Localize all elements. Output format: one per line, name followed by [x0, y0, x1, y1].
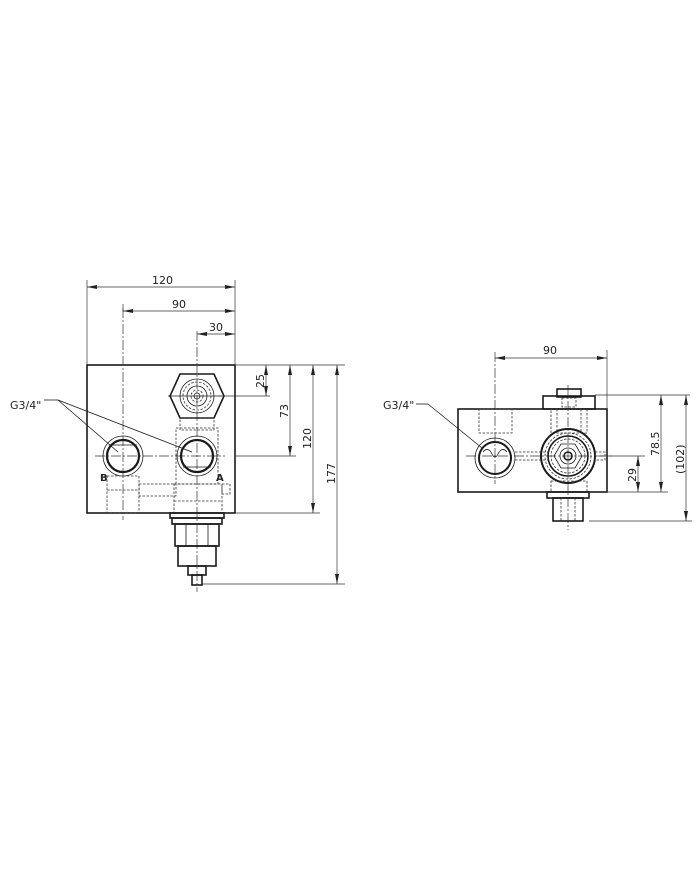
- port-b: [102, 435, 144, 477]
- top-nut: [542, 388, 596, 410]
- valve-cartridge: [169, 512, 225, 586]
- dim-height-73: 73: [278, 404, 291, 418]
- side-view: G3/4" 90 29 78.5 (102): [383, 344, 692, 530]
- port-a: [176, 435, 218, 477]
- side-block: [457, 408, 608, 493]
- bottom-stem: [546, 491, 590, 522]
- hex-fitting: [168, 373, 225, 419]
- side-dim-29: 29: [626, 468, 639, 482]
- port-b-label: B: [100, 473, 108, 484]
- dim-height-120: 120: [301, 428, 314, 449]
- front-view: A B G3/4": [10, 274, 345, 592]
- side-dim-port-spacing-90: 90: [543, 344, 557, 357]
- dim-height-177: 177: [325, 463, 338, 484]
- thread-callout-front: G3/4": [10, 399, 41, 412]
- side-valve-body: [540, 428, 606, 484]
- dim-width-120: 120: [152, 274, 173, 287]
- manifold-block: [86, 364, 236, 514]
- thread-callout-side: G3/4": [383, 399, 414, 412]
- dim-port-spacing-90: 90: [172, 298, 186, 311]
- port-a-label: A: [216, 473, 224, 484]
- side-dim-78-5: 78.5: [649, 432, 662, 457]
- dim-offset-30: 30: [209, 321, 223, 334]
- side-port: [474, 437, 516, 479]
- side-dim-102: (102): [674, 444, 687, 474]
- dim-height-25: 25: [254, 374, 267, 388]
